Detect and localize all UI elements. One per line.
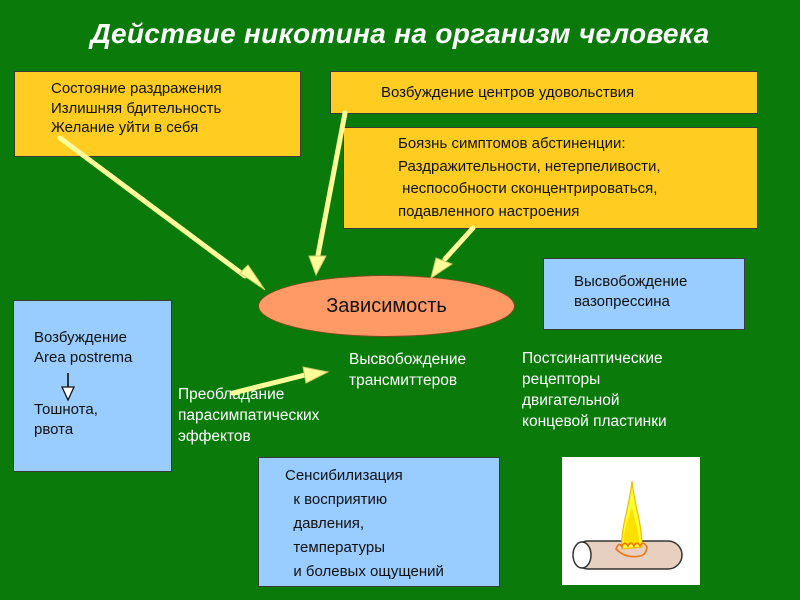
arrowhead-pleasure-icon: [308, 255, 327, 277]
pleasure-centers-box: Возбуждение центров удовольствия: [330, 71, 758, 114]
vasopressin-line-1: Высвобождение: [574, 273, 688, 290]
area-postrema-line-2: Area postrema: [34, 348, 133, 366]
nausea-line-1: Тошнота,: [34, 401, 98, 418]
arrow-abstinence-to-dependence: [442, 225, 476, 262]
sensitization-line-3: давления,: [285, 515, 365, 532]
postsynaptic-label: Постсинаптические рецепторы двигательной…: [522, 348, 667, 432]
abstinence-line-3: неспособности сконцентрироваться,: [398, 180, 658, 197]
sensitization-line-5: и болевых ощущений: [285, 563, 444, 580]
arrowhead-abstinence-icon: [430, 257, 454, 280]
down-arrow-icon: [60, 373, 76, 402]
cigarette-flame-icon: [572, 480, 683, 570]
postsynaptic-line-1: Постсинаптические: [522, 350, 663, 367]
area-postrema-bottom-text: Тошнота, рвота: [34, 400, 98, 439]
dependence-oval: Зависимость: [258, 275, 515, 337]
irritation-line-3: Желание уйти в себя: [51, 119, 199, 136]
area-postrema-line-1: Возбуждение: [34, 329, 127, 346]
abstinence-line-2: Раздражительности, нетерпеливости,: [398, 157, 661, 175]
postsynaptic-line-2: рецепторы: [522, 371, 601, 388]
sensitization-line-1: Сенсибилизация: [285, 467, 403, 484]
vasopressin-line-2: вазопрессина: [574, 292, 670, 310]
abstinence-fear-box: Боязнь симптомов абстиненции: Раздражите…: [343, 127, 758, 229]
abstinence-line-4: подавленного настроения: [398, 202, 580, 220]
arrow-irritation-to-dependence: [57, 135, 248, 279]
sensitization-line-2: к восприятию: [285, 491, 388, 508]
area-postrema-box: Возбуждение Area postrema Тошнота, рвота: [13, 300, 172, 472]
transmitters-label: Высвобождение трансмиттеров: [349, 349, 466, 391]
parasympathetic-line-3: эффектов: [178, 428, 251, 445]
arrowhead-parasympathetic-icon: [302, 366, 330, 384]
postsynaptic-line-4: концевой пластинки: [522, 413, 667, 430]
pleasure-line-1: Возбуждение центров удовольствия: [381, 84, 635, 101]
irritation-line-1: Состояние раздражения: [51, 80, 222, 97]
dependence-label: Зависимость: [326, 294, 447, 317]
parasympathetic-line-2: парасимпатических: [178, 407, 320, 424]
vasopressin-box: Высвобождение вазопрессина: [543, 258, 745, 330]
area-postrema-top-text: Возбуждение Area postrema: [34, 328, 132, 367]
transmitters-line-2: трансмиттеров: [349, 372, 458, 389]
cigarette-flame-picture: [562, 457, 700, 585]
sensitization-line-4: температуры: [285, 539, 386, 556]
sensitization-box: Сенсибилизация к восприятию давления, те…: [258, 457, 500, 587]
nausea-line-2: рвота: [34, 420, 74, 438]
postsynaptic-line-3: двигательной: [522, 392, 620, 409]
irritation-state-box: Состояние раздражения Излишняя бдительно…: [14, 71, 301, 157]
transmitters-line-1: Высвобождение: [349, 351, 467, 368]
slide-title: Действие никотина на организм человека: [90, 18, 710, 49]
arrowhead-irritation-icon: [239, 264, 266, 291]
arrow-pleasure-to-dependence: [315, 110, 348, 258]
abstinence-line-1: Боязнь симптомов абстиненции:: [398, 135, 626, 152]
irritation-line-2: Излишняя бдительность: [51, 99, 222, 117]
arrow-parasympathetic-to-transmitters: [230, 372, 308, 396]
